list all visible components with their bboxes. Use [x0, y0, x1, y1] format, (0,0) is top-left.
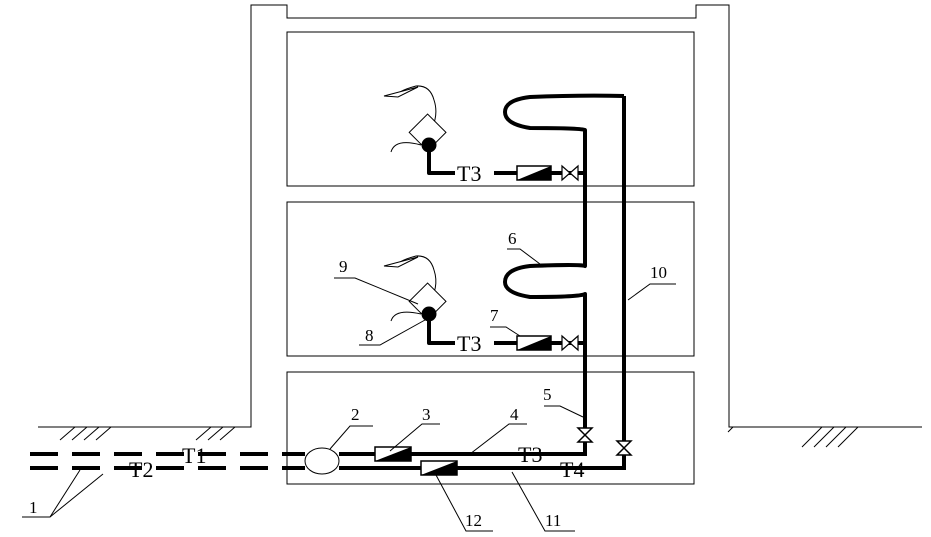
callout-3: 3 — [422, 405, 431, 424]
heater-3 — [374, 446, 412, 462]
ground-hatching — [59, 426, 859, 448]
room-middle — [286, 201, 695, 357]
branch-middle — [427, 314, 585, 352]
label-t3-middle: T3 — [457, 331, 481, 356]
return-main-t4 — [339, 455, 626, 470]
valve-return-riser — [615, 440, 633, 456]
room-top — [286, 31, 695, 187]
label-t3-basement: T3 — [518, 442, 542, 467]
label-t3-top: T3 — [457, 161, 481, 186]
callout-2: 2 — [351, 405, 360, 424]
callout-8: 8 — [365, 326, 374, 345]
heater-12 — [420, 460, 458, 476]
label-t1: T1 — [182, 443, 206, 468]
supply-riser — [503, 93, 625, 428]
callout-12: 12 — [465, 511, 482, 530]
callout-1: 1 — [29, 498, 38, 517]
shower-top — [383, 85, 447, 153]
callout-4: 4 — [510, 405, 519, 424]
valve-supply-riser — [576, 427, 594, 443]
service-lines — [30, 452, 305, 470]
water-meter — [304, 447, 340, 475]
callout-5: 5 — [543, 385, 552, 404]
callout-9: 9 — [339, 257, 348, 276]
shower-middle — [383, 255, 447, 322]
leader-lines — [22, 248, 676, 532]
callout-6: 6 — [508, 229, 517, 248]
callout-7: 7 — [490, 306, 499, 325]
callout-10: 10 — [650, 263, 667, 282]
building-outline — [38, 4, 922, 428]
room-basement — [286, 371, 695, 485]
branch-top — [427, 145, 585, 182]
callout-11: 11 — [545, 511, 561, 530]
label-t4: T4 — [560, 457, 584, 482]
label-t2: T2 — [129, 457, 153, 482]
